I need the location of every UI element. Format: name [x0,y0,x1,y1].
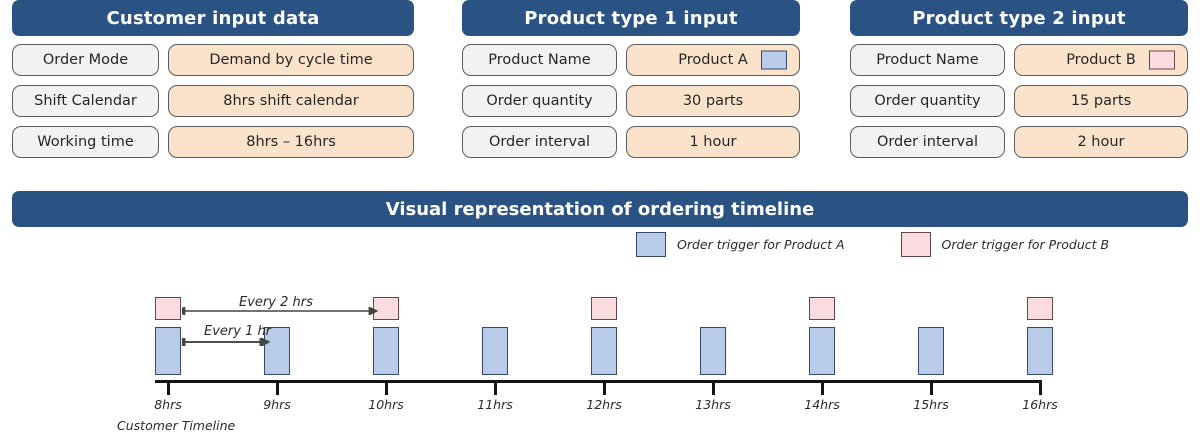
order-trigger-marker-product-a [809,327,835,375]
field-value-product-name-b-text: Product B [1066,52,1136,68]
table-row: Order quantity 15 parts [850,85,1188,117]
field-label-order-quantity-a: Order quantity [462,85,617,117]
order-trigger-marker-product-a [700,327,726,375]
annotation-label-every-1-hr: Every 1 hr [204,324,272,339]
annotation-arrow-every-1-hr [182,338,271,346]
axis-tick-label: 11hrs [477,397,513,412]
order-trigger-marker-product-a [373,327,399,375]
order-trigger-marker-product-b [1027,297,1053,320]
timeline-banner-title: Visual representation of ordering timeli… [12,191,1188,227]
field-value-order-quantity-b[interactable]: 15 parts [1014,85,1188,117]
panel-customer-input-rows: Order Mode Demand by cycle time Shift Ca… [12,44,414,158]
annotation-label-every-2-hrs: Every 2 hrs [239,295,313,310]
order-trigger-marker-product-a [264,327,290,375]
chart-legend: Order trigger for Product A Order trigge… [636,232,1109,257]
table-row: Product Name Product B [850,44,1188,76]
panel-product-type-1-input: Product type 1 input Product Name Produc… [462,0,800,167]
legend-label-product-b: Order trigger for Product B [941,237,1110,252]
axis-tick-label: 15hrs [913,397,949,412]
axis-tick-label: 10hrs [368,397,404,412]
panel-product-type-1-title: Product type 1 input [462,0,800,36]
field-label-product-name-b: Product Name [850,44,1005,76]
field-value-order-quantity-a[interactable]: 30 parts [626,85,800,117]
color-swatch-product-a [761,50,787,70]
field-value-order-interval-a[interactable]: 1 hour [626,126,800,158]
panel-product-type-1-rows: Product Name Product A Order quantity 30… [462,44,800,158]
field-value-working-time[interactable]: 8hrs – 16hrs [168,126,414,158]
order-trigger-marker-product-a [591,327,617,375]
panel-product-type-2-input: Product type 2 input Product Name Produc… [850,0,1188,167]
axis-tick [167,380,170,395]
axis-tick [494,380,497,395]
annotation-arrow-every-2-hrs [182,307,379,315]
panel-customer-input: Customer input data Order Mode Demand by… [12,0,414,167]
order-trigger-marker-product-a [1027,327,1053,375]
table-row: Order Mode Demand by cycle time [12,44,414,76]
field-label-order-mode: Order Mode [12,44,159,76]
field-label-product-name-a: Product Name [462,44,617,76]
axis-tick-label: 8hrs [154,397,182,412]
axis-tick [712,380,715,395]
order-trigger-marker-product-a [155,327,181,375]
axis-tick-label: 9hrs [263,397,291,412]
axis-tick [603,380,606,395]
timeline-axis-caption: Customer Timeline [117,418,236,433]
legend-swatch-product-a [636,232,666,257]
axis-tick [276,380,279,395]
table-row: Order interval 2 hour [850,126,1188,158]
axis-tick-label: 16hrs [1022,397,1058,412]
panel-product-type-2-rows: Product Name Product B Order quantity 15… [850,44,1188,158]
color-swatch-product-b [1149,50,1175,70]
table-row: Working time 8hrs – 16hrs [12,126,414,158]
timeline-axis-line [155,380,1041,383]
table-row: Order interval 1 hour [462,126,800,158]
axis-tick-label: 13hrs [695,397,731,412]
legend-swatch-product-b [900,232,931,257]
axis-tick-label: 14hrs [804,397,840,412]
field-value-shift-calendar[interactable]: 8hrs shift calendar [168,85,414,117]
legend-label-product-a: Order trigger for Product A [677,237,845,252]
field-label-order-interval-b: Order interval [850,126,1005,158]
order-trigger-marker-product-a [918,327,944,375]
table-row: Shift Calendar 8hrs shift calendar [12,85,414,117]
field-label-order-interval-a: Order interval [462,126,617,158]
field-value-order-interval-b[interactable]: 2 hour [1014,126,1188,158]
axis-tick [385,380,388,395]
legend-item-product-a: Order trigger for Product A [636,232,845,257]
order-trigger-marker-product-b [809,297,835,320]
axis-tick [821,380,824,395]
order-trigger-marker-product-b [155,297,181,320]
order-trigger-marker-product-a [482,327,508,375]
field-value-product-name-a-text: Product A [678,52,748,68]
table-row: Order quantity 30 parts [462,85,800,117]
panel-customer-input-title: Customer input data [12,0,414,36]
panel-product-type-2-title: Product type 2 input [850,0,1188,36]
axis-tick [930,380,933,395]
axis-tick [1039,380,1042,395]
legend-item-product-b: Order trigger for Product B [900,232,1110,257]
order-trigger-marker-product-b [591,297,617,320]
field-value-order-mode[interactable]: Demand by cycle time [168,44,414,76]
table-row: Product Name Product A [462,44,800,76]
field-value-product-name-a[interactable]: Product A [626,44,800,76]
field-value-product-name-b[interactable]: Product B [1014,44,1188,76]
ordering-timeline-chart: 8hrs 9hrs 10hrs 11hrs 12hrs 13hrs 14hrs 15hrs 16… [0,275,1200,433]
field-label-order-quantity-b: Order quantity [850,85,1005,117]
axis-tick-label: 12hrs [586,397,622,412]
field-label-working-time: Working time [12,126,159,158]
field-label-shift-calendar: Shift Calendar [12,85,159,117]
